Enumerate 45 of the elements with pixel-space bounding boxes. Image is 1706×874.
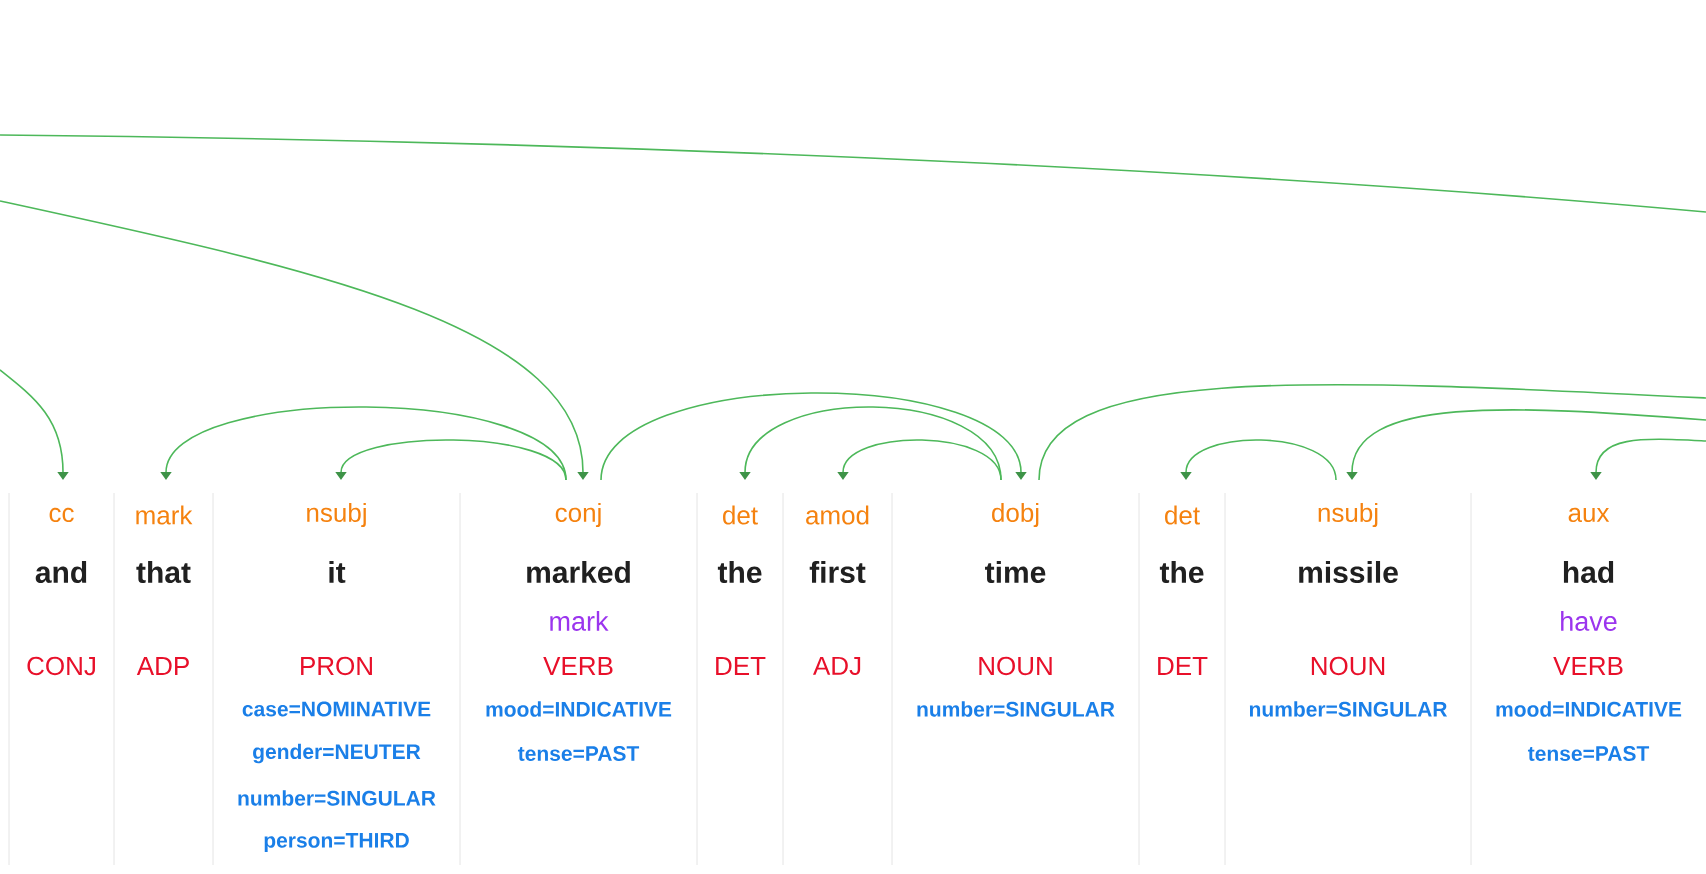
word: first	[809, 561, 866, 583]
morphology-feature: number=SINGULAR	[917, 701, 1115, 717]
word: that	[136, 561, 191, 583]
dependency-label: conj	[555, 502, 601, 528]
part-of-speech: DET	[1158, 657, 1208, 675]
word: missile	[1299, 561, 1398, 583]
morphology-feature: tense=PAST	[1528, 746, 1650, 761]
morphology-feature: number=SINGULAR	[238, 790, 436, 806]
part-of-speech: DET	[716, 657, 766, 675]
word: time	[985, 561, 1046, 583]
word: the	[1159, 561, 1204, 583]
morphology-feature: person=THIRD	[264, 833, 409, 852]
arc-arrow	[600, 392, 1027, 481]
word: marked	[527, 561, 630, 583]
lemma: mark	[550, 611, 609, 631]
morphology-feature: gender=NEUTER	[253, 743, 421, 764]
part-of-speech: NOUN	[1311, 656, 1385, 676]
dependency-label: dobj	[992, 502, 1039, 528]
morphology-feature: tense=PAST	[517, 746, 640, 761]
dependency-label: aux	[1568, 507, 1610, 523]
dependency-label: amod	[806, 505, 869, 525]
part-of-speech: NOUN	[979, 656, 1052, 676]
dependency-label: nsubj	[307, 502, 366, 528]
dependency-label: det	[1165, 505, 1200, 525]
dependency-label: cc	[49, 507, 74, 523]
arc-arrow	[0, 369, 69, 480]
part-of-speech: PRON	[301, 656, 372, 676]
part-of-speech: ADJ	[813, 656, 861, 676]
morphology-feature: case=NOMINATIVE	[242, 701, 431, 717]
morphology-feature: mood=INDICATIVE	[1496, 701, 1682, 717]
word: had	[1563, 561, 1614, 583]
dependency-label: mark	[136, 505, 193, 525]
morphology-feature: number=SINGULAR	[1249, 701, 1448, 717]
lemma: have	[1561, 611, 1617, 631]
dependency-label: nsubj	[1318, 502, 1378, 528]
part-of-speech: ADP	[136, 657, 189, 675]
part-of-speech: VERB	[1553, 657, 1623, 675]
word: the	[717, 561, 762, 583]
part-of-speech: VERB	[543, 657, 613, 675]
part-of-speech: CONJ	[27, 656, 95, 676]
morphology-feature: mood=INDICATIVE	[486, 701, 672, 717]
word: it	[329, 561, 346, 583]
arc-arrow	[0, 200, 589, 480]
word: and	[35, 561, 87, 583]
dependency-label: det	[723, 505, 758, 525]
